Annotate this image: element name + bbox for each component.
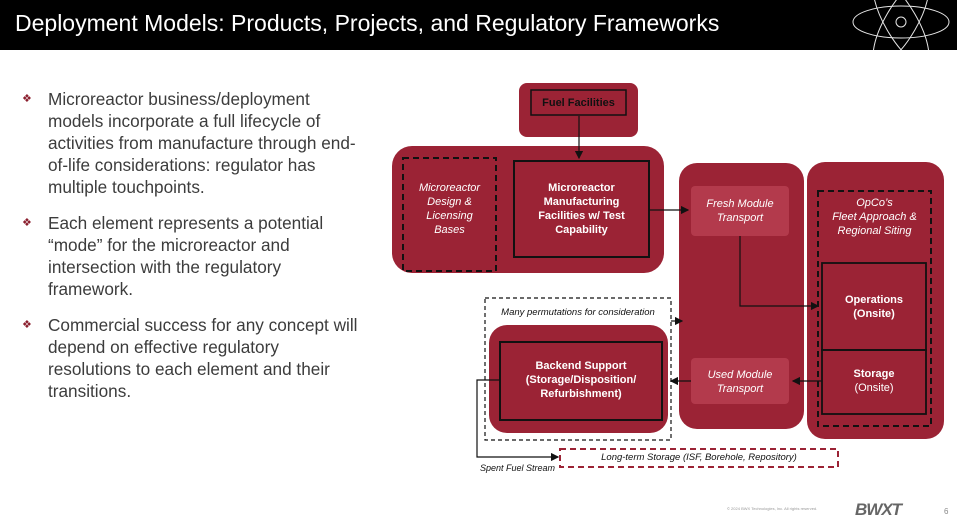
bullet-text: Commercial success for any concept will …: [48, 315, 358, 401]
fresh-transport-box: [691, 186, 789, 236]
used-transport-box: [691, 358, 789, 404]
arrow-spent-fuel-stream: [476, 379, 560, 462]
diamond-bullet-icon: ❖: [22, 93, 32, 105]
bullet-item: ❖ Each element represents a potential “m…: [20, 212, 365, 300]
atom-icon: [852, 0, 950, 50]
title-bar: Deployment Models: Products, Projects, a…: [0, 0, 957, 50]
operations-label: Operations (Onsite): [844, 294, 904, 320]
fuel-facilities-label: Fuel Facilities: [542, 97, 615, 109]
design-bases-label: Microreactor Design & Licensing Bases: [418, 182, 481, 236]
arrow-transport-to-operations: [739, 236, 820, 311]
copyright-text: © 2024 BWX Technologies, Inc. All rights…: [727, 506, 818, 511]
backend-box: [499, 341, 663, 421]
backend-label: Backend Support (Storage/Disposition/ Re…: [525, 360, 637, 400]
permutations-label: Many permutations for consideration: [501, 307, 655, 318]
slide-title: Deployment Models: Products, Projects, a…: [15, 10, 720, 36]
used-transport-label: Used Module Transport: [707, 369, 773, 395]
fresh-transport-label: Fresh Module Transport: [706, 198, 774, 224]
bullet-list: ❖ Microreactor business/deployment model…: [20, 88, 365, 416]
operations-column: [807, 162, 944, 439]
backend-group: [489, 325, 668, 433]
fleet-approach-box: [817, 190, 932, 427]
diamond-bullet-icon: ❖: [22, 319, 32, 331]
storage-box: [821, 349, 927, 415]
bullet-item: ❖ Commercial success for any concept wil…: [20, 314, 365, 402]
design-bases-box: [402, 157, 497, 272]
fleet-approach-label: OpCo’s Fleet Approach & Regional Siting: [832, 197, 917, 237]
bwxt-logo: BWXT: [855, 500, 902, 519]
page-number: 6: [944, 507, 949, 516]
manufacturing-group: [392, 146, 664, 273]
bullet-text: Each element represents a potential “mod…: [48, 213, 324, 299]
bullet-text: Microreactor business/deployment models …: [48, 89, 356, 197]
diamond-bullet-icon: ❖: [22, 217, 32, 229]
spent-fuel-stream-label: Spent Fuel Stream: [480, 463, 556, 473]
manufacturing-box: [513, 160, 650, 258]
long-term-storage-label: Long-term Storage (ISF, Borehole, Reposi…: [601, 452, 797, 463]
storage-label: Storage (Onsite): [853, 368, 895, 394]
long-term-storage-box: [559, 448, 839, 468]
fuel-facilities-inner: [530, 89, 627, 116]
bullet-item: ❖ Microreactor business/deployment model…: [20, 88, 365, 198]
manufacturing-label: Microreactor Manufacturing Facilities w/…: [538, 182, 625, 236]
